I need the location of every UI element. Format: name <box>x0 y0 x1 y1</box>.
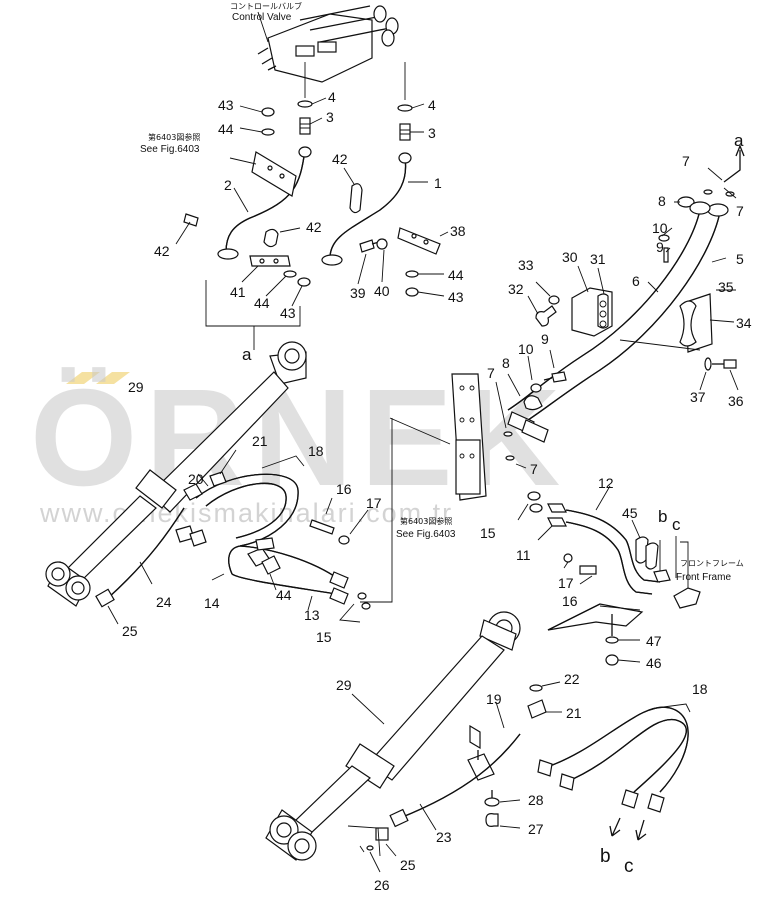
callout-29: 29 <box>128 379 144 395</box>
callout-3: 3 <box>428 125 436 141</box>
callout-23: 23 <box>436 829 452 845</box>
callout-17: 17 <box>366 495 382 511</box>
callout-35: 35 <box>718 279 734 295</box>
callout-40: 40 <box>374 283 390 299</box>
callout-6: 6 <box>632 273 640 289</box>
ref-letter-a-top: a <box>734 131 744 150</box>
callout-42: 42 <box>332 151 348 167</box>
callout-13: 13 <box>304 607 320 623</box>
callout-42: 42 <box>306 219 322 235</box>
callout-12: 12 <box>598 475 614 491</box>
callout-3: 3 <box>326 109 334 125</box>
callout-36: 36 <box>728 393 744 409</box>
callout-41: 41 <box>230 284 246 300</box>
ref-letter-c-mid: c <box>672 515 681 534</box>
callout-5: 5 <box>736 251 744 267</box>
ref-letter-a-mid: a <box>242 345 252 364</box>
callout-24: 24 <box>156 594 172 610</box>
callout-7: 7 <box>736 203 744 219</box>
callout-43: 43 <box>448 289 464 305</box>
callout-7: 7 <box>682 153 690 169</box>
fitting-3-left <box>299 117 311 135</box>
see-fig-caption-jp: 第6403図参照 <box>400 516 452 526</box>
callout-47: 47 <box>646 633 662 649</box>
callout-39: 39 <box>350 285 366 301</box>
callout-15: 15 <box>316 629 332 645</box>
callout-44: 44 <box>254 295 270 311</box>
see-fig-caption: See Fig.6403 <box>396 529 456 540</box>
callout-10: 10 <box>518 341 534 357</box>
callout-15: 15 <box>480 525 496 541</box>
control-valve-caption: Control Valve <box>232 12 292 23</box>
control-valve <box>257 5 399 83</box>
see-fig-caption-jp: 第6403図参照 <box>148 132 200 142</box>
front-frame-caption: Front Frame <box>676 572 731 583</box>
callout-27: 27 <box>528 821 544 837</box>
callout-44: 44 <box>276 587 292 603</box>
callout-10: 10 <box>652 220 668 236</box>
callout-4: 4 <box>428 97 436 113</box>
watermark: ÖRNEK www.ornekismakinalari.com.tr <box>30 361 568 528</box>
callout-1: 1 <box>434 175 442 191</box>
cylinder-29-upper <box>45 341 307 607</box>
callout-18: 18 <box>308 443 324 459</box>
see-fig-caption: See Fig.6403 <box>140 144 200 155</box>
callout-7: 7 <box>487 365 495 381</box>
fitting-3-right <box>399 123 411 141</box>
callout-21: 21 <box>252 433 268 449</box>
callout-37: 37 <box>690 389 706 405</box>
callout-44: 44 <box>448 267 464 283</box>
callout-19: 19 <box>486 691 502 707</box>
callout-8: 8 <box>502 355 510 371</box>
callout-labels: 4 4 43 44 3 3 42 1 2 42 42 38 41 44 43 3… <box>122 89 752 893</box>
callout-33: 33 <box>518 257 534 273</box>
callout-16: 16 <box>562 593 578 609</box>
callout-8: 8 <box>658 193 666 209</box>
control-valve-caption-jp: コントロールバルブ <box>230 1 302 11</box>
callout-17: 17 <box>558 575 574 591</box>
callout-30: 30 <box>562 249 578 265</box>
callout-31: 31 <box>590 251 606 267</box>
callout-22: 22 <box>564 671 580 687</box>
callout-4: 4 <box>328 89 336 105</box>
ref-letter-b-bottom: b <box>600 846 611 867</box>
callout-20: 20 <box>188 471 204 487</box>
ref-letter-c-bottom: c <box>624 856 634 877</box>
callout-42: 42 <box>154 243 170 259</box>
callout-9: 9 <box>656 239 664 255</box>
callout-11: 11 <box>516 547 531 563</box>
callout-9: 9 <box>541 331 549 347</box>
callout-28: 28 <box>528 792 544 808</box>
callout-14: 14 <box>204 595 220 611</box>
callout-34: 34 <box>736 315 752 331</box>
callout-16: 16 <box>336 481 352 497</box>
callout-21: 21 <box>566 705 582 721</box>
callout-43: 43 <box>218 97 234 113</box>
callout-45: 45 <box>622 505 638 521</box>
callout-43: 43 <box>280 305 296 321</box>
cylinder-29-lower <box>265 611 521 861</box>
callout-2: 2 <box>224 177 232 193</box>
callout-26: 26 <box>374 877 390 893</box>
callout-38: 38 <box>450 223 466 239</box>
callout-32: 32 <box>508 281 524 297</box>
front-frame-caption-jp: フロントフレーム <box>680 559 744 568</box>
watermark-site: www.ornekismakinalari.com.tr <box>39 498 453 528</box>
watermark-brand: ÖRNEK <box>30 361 568 515</box>
callout-29: 29 <box>336 677 352 693</box>
callout-25: 25 <box>122 623 138 639</box>
callout-18: 18 <box>692 681 708 697</box>
ref-letter-b-mid: b <box>658 507 667 526</box>
callout-7: 7 <box>530 461 538 477</box>
callout-46: 46 <box>646 655 662 671</box>
callout-25: 25 <box>400 857 416 873</box>
callout-44: 44 <box>218 121 234 137</box>
